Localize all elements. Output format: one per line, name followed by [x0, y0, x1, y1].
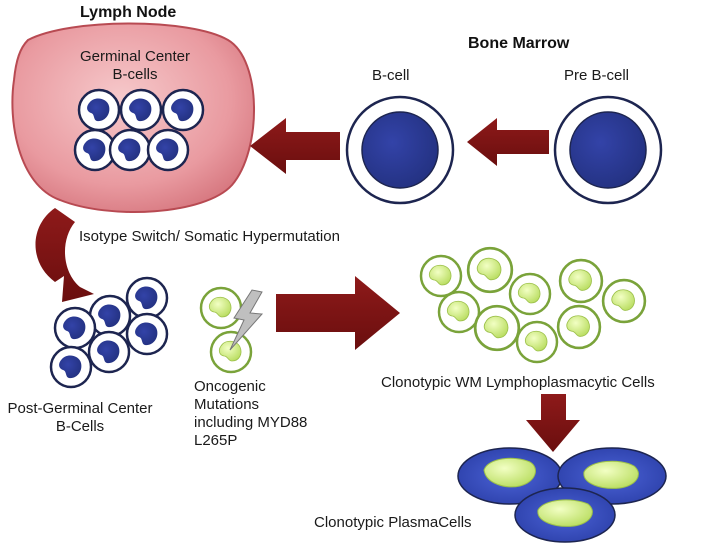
germinal-center-line1: Germinal Center	[79, 48, 191, 65]
arrow-pre-to-b-icon	[467, 118, 549, 166]
gc-bcell-icon	[146, 128, 190, 172]
pre-bcell-large	[553, 95, 663, 205]
post-gc-label: Post-Germinal Center B-Cells	[0, 400, 160, 436]
clonotypic-plasma-label: Clonotypic PlasmaCells	[314, 514, 472, 531]
curved-arrow-icon	[35, 208, 94, 302]
arrow-to-wm-icon	[276, 276, 400, 350]
oncogenic-cells	[199, 286, 264, 374]
post-gc-line1: Post-Germinal Center	[7, 400, 153, 417]
gc-bcell-icon	[108, 128, 152, 172]
pre-bcell-label: Pre B-cell	[564, 67, 630, 84]
oncogenic-label: Oncogenic Mutations including MYD88 L265…	[194, 378, 307, 450]
arrow-b-to-lymph-icon	[250, 118, 340, 174]
germinal-center-line2: B-cells	[112, 66, 158, 83]
lymph-node-title: Lymph Node	[80, 4, 177, 21]
bcell-label: B-cell	[372, 67, 410, 84]
oncogenic-line2: Mutations	[194, 396, 260, 413]
post-gc-line2: B-Cells	[55, 418, 105, 435]
oncogenic-line4: L265P	[194, 432, 238, 449]
bcell-large	[345, 95, 455, 205]
isotype-switch-label: Isotype Switch/ Somatic Hypermutation	[79, 228, 340, 245]
gc-bcell-icon	[161, 88, 205, 132]
clonotypic-wm-label: Clonotypic WM Lymphoplasmacytic Cells	[381, 374, 655, 391]
bone-marrow-title: Bone Marrow	[468, 35, 570, 52]
oncogenic-line1: Oncogenic	[194, 378, 266, 395]
wm-cells	[419, 246, 647, 364]
germinal-center-label: Germinal Center B-cells	[70, 48, 200, 84]
plasma-cells	[457, 447, 667, 543]
oncogenic-line3: including MYD88	[194, 414, 308, 431]
gc-bcell-icon	[119, 88, 163, 132]
arrow-to-plasma-icon	[526, 394, 580, 452]
germinal-center-cells	[73, 88, 205, 172]
gc-bcell-icon	[77, 88, 121, 132]
lightning-icon	[229, 289, 264, 351]
